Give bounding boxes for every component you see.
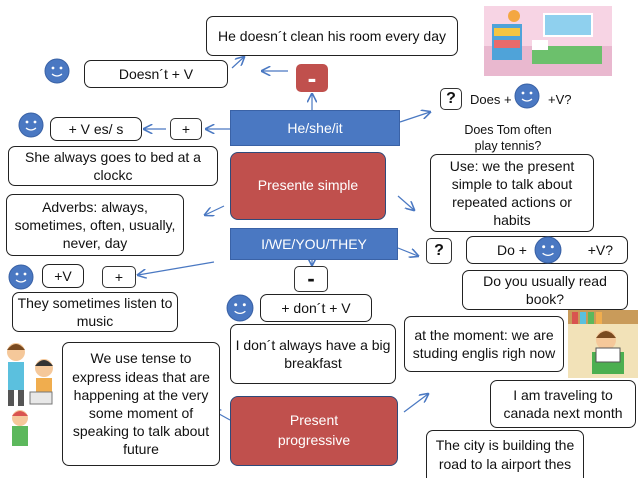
negative-example-text: He doesn´t clean his room every day: [218, 27, 446, 44]
doesnt-formula-text: Doesn´t + V: [118, 65, 194, 82]
at-the-moment-box: at the moment: we are studing englis rig…: [404, 316, 564, 372]
dont-formula-box: + don´t + V: [260, 294, 372, 322]
she-example-box: She always goes to bed at a clockc: [8, 146, 218, 186]
presente-simple-text: Presente simple: [257, 177, 359, 194]
i-we-you-they-text: I/WE/YOU/THEY: [261, 236, 367, 252]
question-mark-2-text: ?: [434, 242, 444, 259]
progressive-use-box: We use tense to express ideas that are h…: [62, 342, 220, 466]
bedroom-illustration: [484, 6, 612, 76]
building-example-box: The city is building the road to la airp…: [426, 430, 584, 478]
arrow-to-use: [397, 195, 414, 210]
plus-v-es-box: + V es/ s: [50, 117, 142, 141]
i-dont-example-box: I don´t always have a big breakfast: [230, 324, 396, 384]
dont-formula-text: + don´t + V: [281, 299, 351, 316]
smiley-icon: [514, 83, 540, 109]
doesnt-formula-box: Doesn´t + V: [84, 60, 228, 88]
he-she-it-text: He/she/it: [287, 120, 343, 136]
i-dont-example-text: I don´t always have a big breakfast: [235, 336, 391, 371]
children-illustration: [0, 338, 62, 448]
adverbs-text: Adverbs: always, sometimes, often, usual…: [14, 198, 176, 252]
do-question-left: Do +: [497, 241, 527, 258]
do-question-right: +V?: [587, 241, 613, 258]
minus-sign-mid-text: -: [307, 266, 315, 291]
question-mark-badge-2: ?: [426, 238, 452, 264]
arrow-to-do-q: [397, 247, 418, 256]
arrow-to-top-example: [231, 57, 244, 69]
smiley-icon: [226, 294, 254, 322]
i-we-you-they-box: I/WE/YOU/THEY: [230, 228, 398, 260]
smiley-icon: [44, 58, 70, 84]
does-question-left: Does +: [470, 92, 512, 107]
they-example-box: They sometimes listen to music: [12, 292, 178, 332]
minus-sign-mid: -: [294, 266, 328, 292]
question-mark-1-text: ?: [446, 90, 456, 107]
traveling-example-box: I am traveling to canada next month: [490, 380, 636, 428]
plus-v-es-text: + V es/ s: [68, 120, 124, 137]
reading-boy-illustration: [568, 310, 638, 378]
question-mark-badge-1: ?: [440, 88, 462, 110]
plus-sign-2: +: [102, 266, 136, 288]
plus-sign-1: +: [170, 118, 202, 140]
plus-sign-2-text: +: [114, 269, 124, 285]
traveling-example-text: I am traveling to canada next month: [503, 386, 623, 421]
arrow-to-plus-v: [138, 261, 215, 275]
plus-v-box: +V: [42, 264, 84, 288]
smiley-icon: [534, 236, 562, 264]
present-progressive-box: Present progressive: [230, 396, 398, 466]
adverbs-box: Adverbs: always, sometimes, often, usual…: [6, 194, 184, 256]
negative-example-box: He doesn´t clean his room every day: [206, 16, 458, 56]
minus-sign-top-text: -: [307, 62, 317, 93]
presente-simple-box: Presente simple: [230, 152, 386, 220]
smiley-icon: [8, 264, 34, 290]
plus-v-text: +V: [54, 267, 72, 284]
arrow-to-adverbs: [205, 205, 225, 215]
she-example-text: She always goes to bed at a clockc: [25, 148, 201, 183]
does-question-right: +V?: [548, 92, 572, 107]
they-example-text: They sometimes listen to music: [17, 294, 173, 329]
at-the-moment-text: at the moment: we are studing englis rig…: [412, 326, 556, 361]
use-present-simple-box: Use: we the present simple to talk about…: [430, 154, 594, 232]
present-progressive-text: Present progressive: [277, 412, 351, 448]
does-example-text: Does Tom often play tennis?: [464, 123, 552, 154]
building-example-text: The city is building the road to la airp…: [435, 437, 575, 472]
plus-sign-1-text: +: [181, 121, 191, 137]
does-example: Does Tom often play tennis?: [452, 122, 564, 155]
do-example-text: Do you usually read book?: [483, 272, 607, 307]
use-present-simple-text: Use: we the present simple to talk about…: [449, 157, 575, 229]
do-example-box: Do you usually read book?: [462, 270, 628, 310]
minus-sign-top: -: [296, 62, 328, 93]
he-she-it-box: He/she/it: [230, 110, 400, 146]
arrow-to-does-q: [399, 112, 430, 123]
smiley-icon: [18, 112, 44, 138]
progressive-use-text: We use tense to express ideas that are h…: [72, 350, 210, 458]
arrow-to-at-moment: [403, 394, 428, 413]
